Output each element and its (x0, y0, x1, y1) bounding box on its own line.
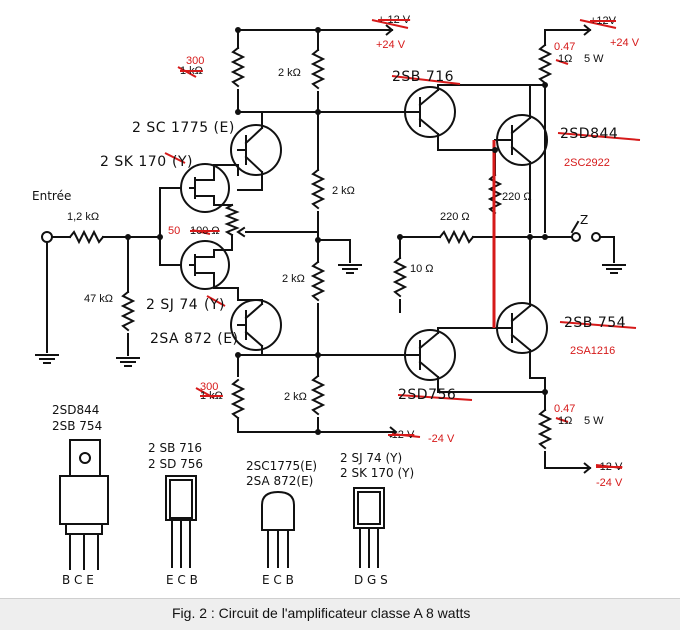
resistor-top-mid (310, 48, 326, 90)
pkg4-name-1: 2 SJ 74 (Y) (340, 451, 403, 465)
r-emitter-bot-orig: 1Ω (558, 415, 573, 427)
r-bot-mid-label: 2 kΩ (284, 391, 307, 403)
resistor-shunt (120, 290, 136, 332)
output-ground-terminal (591, 232, 601, 242)
r-top-left-orig: 1 kΩ (180, 65, 203, 77)
r-emitter-top-new: 0.47 (554, 41, 576, 53)
supply-pos-new-right: +24 V (610, 37, 640, 49)
resistor-mid-low (310, 260, 326, 302)
resistor-shunt-label: 47 kΩ (84, 293, 114, 305)
supply-neg-orig-right: -12 V (596, 461, 623, 473)
resistor-input-label: 1,2 kΩ (67, 211, 100, 223)
pkg4-pins: D G S (354, 573, 388, 587)
r-top-mid-label: 2 kΩ (278, 67, 301, 79)
resistor-bot-mid (310, 374, 326, 416)
package-to92-body (261, 490, 295, 531)
pkg2-name-2: 2 SD 756 (148, 457, 204, 471)
pkg3-pins: E C B (262, 573, 294, 587)
q-2sk170-label: 2 SK 170 (100, 154, 167, 170)
q-2sd844-label: 2SD844 (560, 126, 619, 142)
r-mid-low-label: 2 kΩ (282, 273, 305, 285)
q-2sd756-label: 2SD756 (398, 387, 457, 403)
r220-horiz-label: 220 Ω (440, 211, 470, 223)
r-center-label: 2 kΩ (332, 185, 355, 197)
transistor-2sc1775 (230, 124, 282, 176)
q-2sb754-label: 2SB 754 (564, 315, 627, 331)
r-bot-left-orig: 1 kΩ (200, 390, 223, 402)
ground-center (338, 264, 362, 274)
r-emitter-top-watt: 5 W (584, 53, 604, 65)
pkg3-name-2: 2SA 872(E) (246, 474, 314, 488)
q-2sj74-label: 2 SJ 74 (146, 297, 199, 313)
ground-shunt (116, 357, 140, 367)
q-2sk170-suffix: (Y) (172, 154, 193, 170)
potentiometer (224, 203, 240, 237)
supply-pos-orig: + 12 V (378, 14, 411, 26)
r-emitter-bot-watt: 5 W (584, 415, 604, 427)
pkg1-pins: B C E (62, 573, 94, 587)
r-top-left-new: 300 (186, 55, 205, 67)
supply-neg-new-right: -24 V (596, 477, 623, 489)
input-jack (41, 231, 53, 243)
pkg2-name-1: 2 SB 716 (148, 441, 203, 455)
pkg1-name-1: 2SD844 (52, 403, 100, 417)
output-label: Z (580, 213, 589, 227)
r220-vert-label: 220 Ω (502, 191, 532, 203)
ground-input (35, 354, 59, 364)
resistor-input (68, 229, 105, 245)
pkg2-pins: E C B (166, 573, 198, 587)
resistor-bot-left (230, 378, 246, 420)
pot-orig: 100 Ω (190, 225, 220, 237)
resistor-emitter-bot (537, 408, 553, 450)
pot-new: 50 (168, 225, 181, 237)
output-terminal (571, 232, 581, 242)
q-2sc1775-label: 2 SC 1775 (E) (132, 120, 235, 136)
supply-neg-new: -24 V (428, 433, 455, 445)
pkg3-name-1: 2SC1775(E) (246, 459, 318, 473)
q-2sb754-new: 2SA1216 (570, 345, 616, 357)
supply-pos-new: +24 V (376, 39, 406, 51)
q-2sa872-label: 2SA 872 (E) (150, 331, 239, 347)
input-label: Entrée (32, 189, 72, 203)
r-emitter-top-orig: 1Ω (558, 53, 573, 65)
schematic-diagram (35, 19, 641, 570)
figure-caption-bar: Fig. 2 : Circuit de l'amplificateur clas… (0, 598, 680, 630)
figure-caption: Fig. 2 : Circuit de l'amplificateur clas… (172, 605, 471, 621)
q-2sd844-new: 2SC2922 (564, 157, 610, 169)
resistor-top-left (230, 46, 246, 88)
q-2sj74-suffix: (Y) (204, 297, 225, 313)
r-emitter-bot-new: 0.47 (554, 403, 576, 415)
pkg4-name-2: 2 SK 170 (Y) (340, 466, 415, 480)
resistor-220-horiz (438, 229, 475, 245)
pkg1-name-2: 2SB 754 (52, 419, 103, 433)
jfet-2sj74 (180, 240, 230, 290)
resistor-10 (392, 256, 408, 298)
ground-output (602, 264, 626, 274)
supply-neg-orig: -12 V (388, 429, 415, 441)
package-to220-body (59, 475, 109, 525)
q-2sb716-label: 2SB 716 (392, 69, 455, 85)
resistor-center (310, 168, 326, 210)
supply-pos-orig-right: +12V (590, 15, 616, 27)
resistor-emitter-top (537, 43, 553, 85)
r10-label: 10 Ω (410, 263, 434, 275)
r-bot-left-new: 300 (200, 381, 219, 393)
